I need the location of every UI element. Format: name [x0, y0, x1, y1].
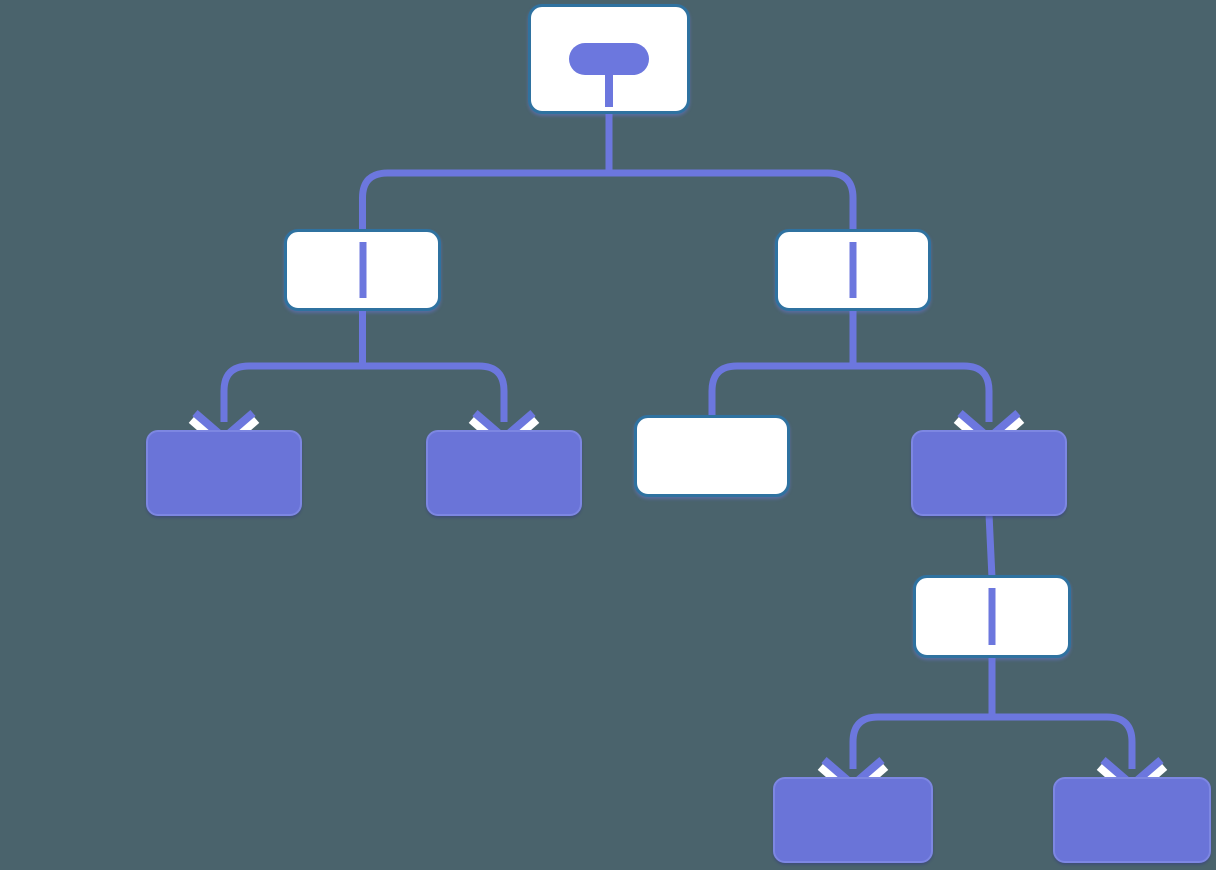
flowchart-node-branch-right[interactable] [775, 229, 931, 311]
connector-edge [605, 112, 857, 232]
split-divider-line [849, 242, 857, 298]
flowchart-node-leaf-2[interactable] [426, 430, 582, 516]
flowchart-node-leaf-3[interactable] [773, 777, 933, 863]
connector-edge [359, 112, 613, 232]
connector-edge [849, 309, 993, 422]
flowchart-node-node-collapsed[interactable] [911, 430, 1067, 516]
flowchart-node-node-empty[interactable] [634, 415, 790, 497]
flowchart-node-root[interactable] [528, 4, 690, 114]
flowchart-node-branch-bottom[interactable] [913, 575, 1071, 658]
connector-edge [988, 656, 1136, 769]
connector-edge [708, 309, 857, 418]
root-pill [569, 43, 649, 75]
flowchart-node-branch-left[interactable] [284, 229, 441, 311]
split-divider-line [359, 242, 366, 298]
connector-edge [849, 656, 996, 769]
connector-edge [359, 309, 508, 422]
split-divider-line [988, 588, 996, 645]
root-stem [605, 73, 613, 107]
connector-edge [985, 513, 996, 579]
flowchart-node-leaf-4[interactable] [1053, 777, 1211, 863]
connector-edge [220, 309, 366, 422]
flowchart-node-leaf-1[interactable] [146, 430, 302, 516]
